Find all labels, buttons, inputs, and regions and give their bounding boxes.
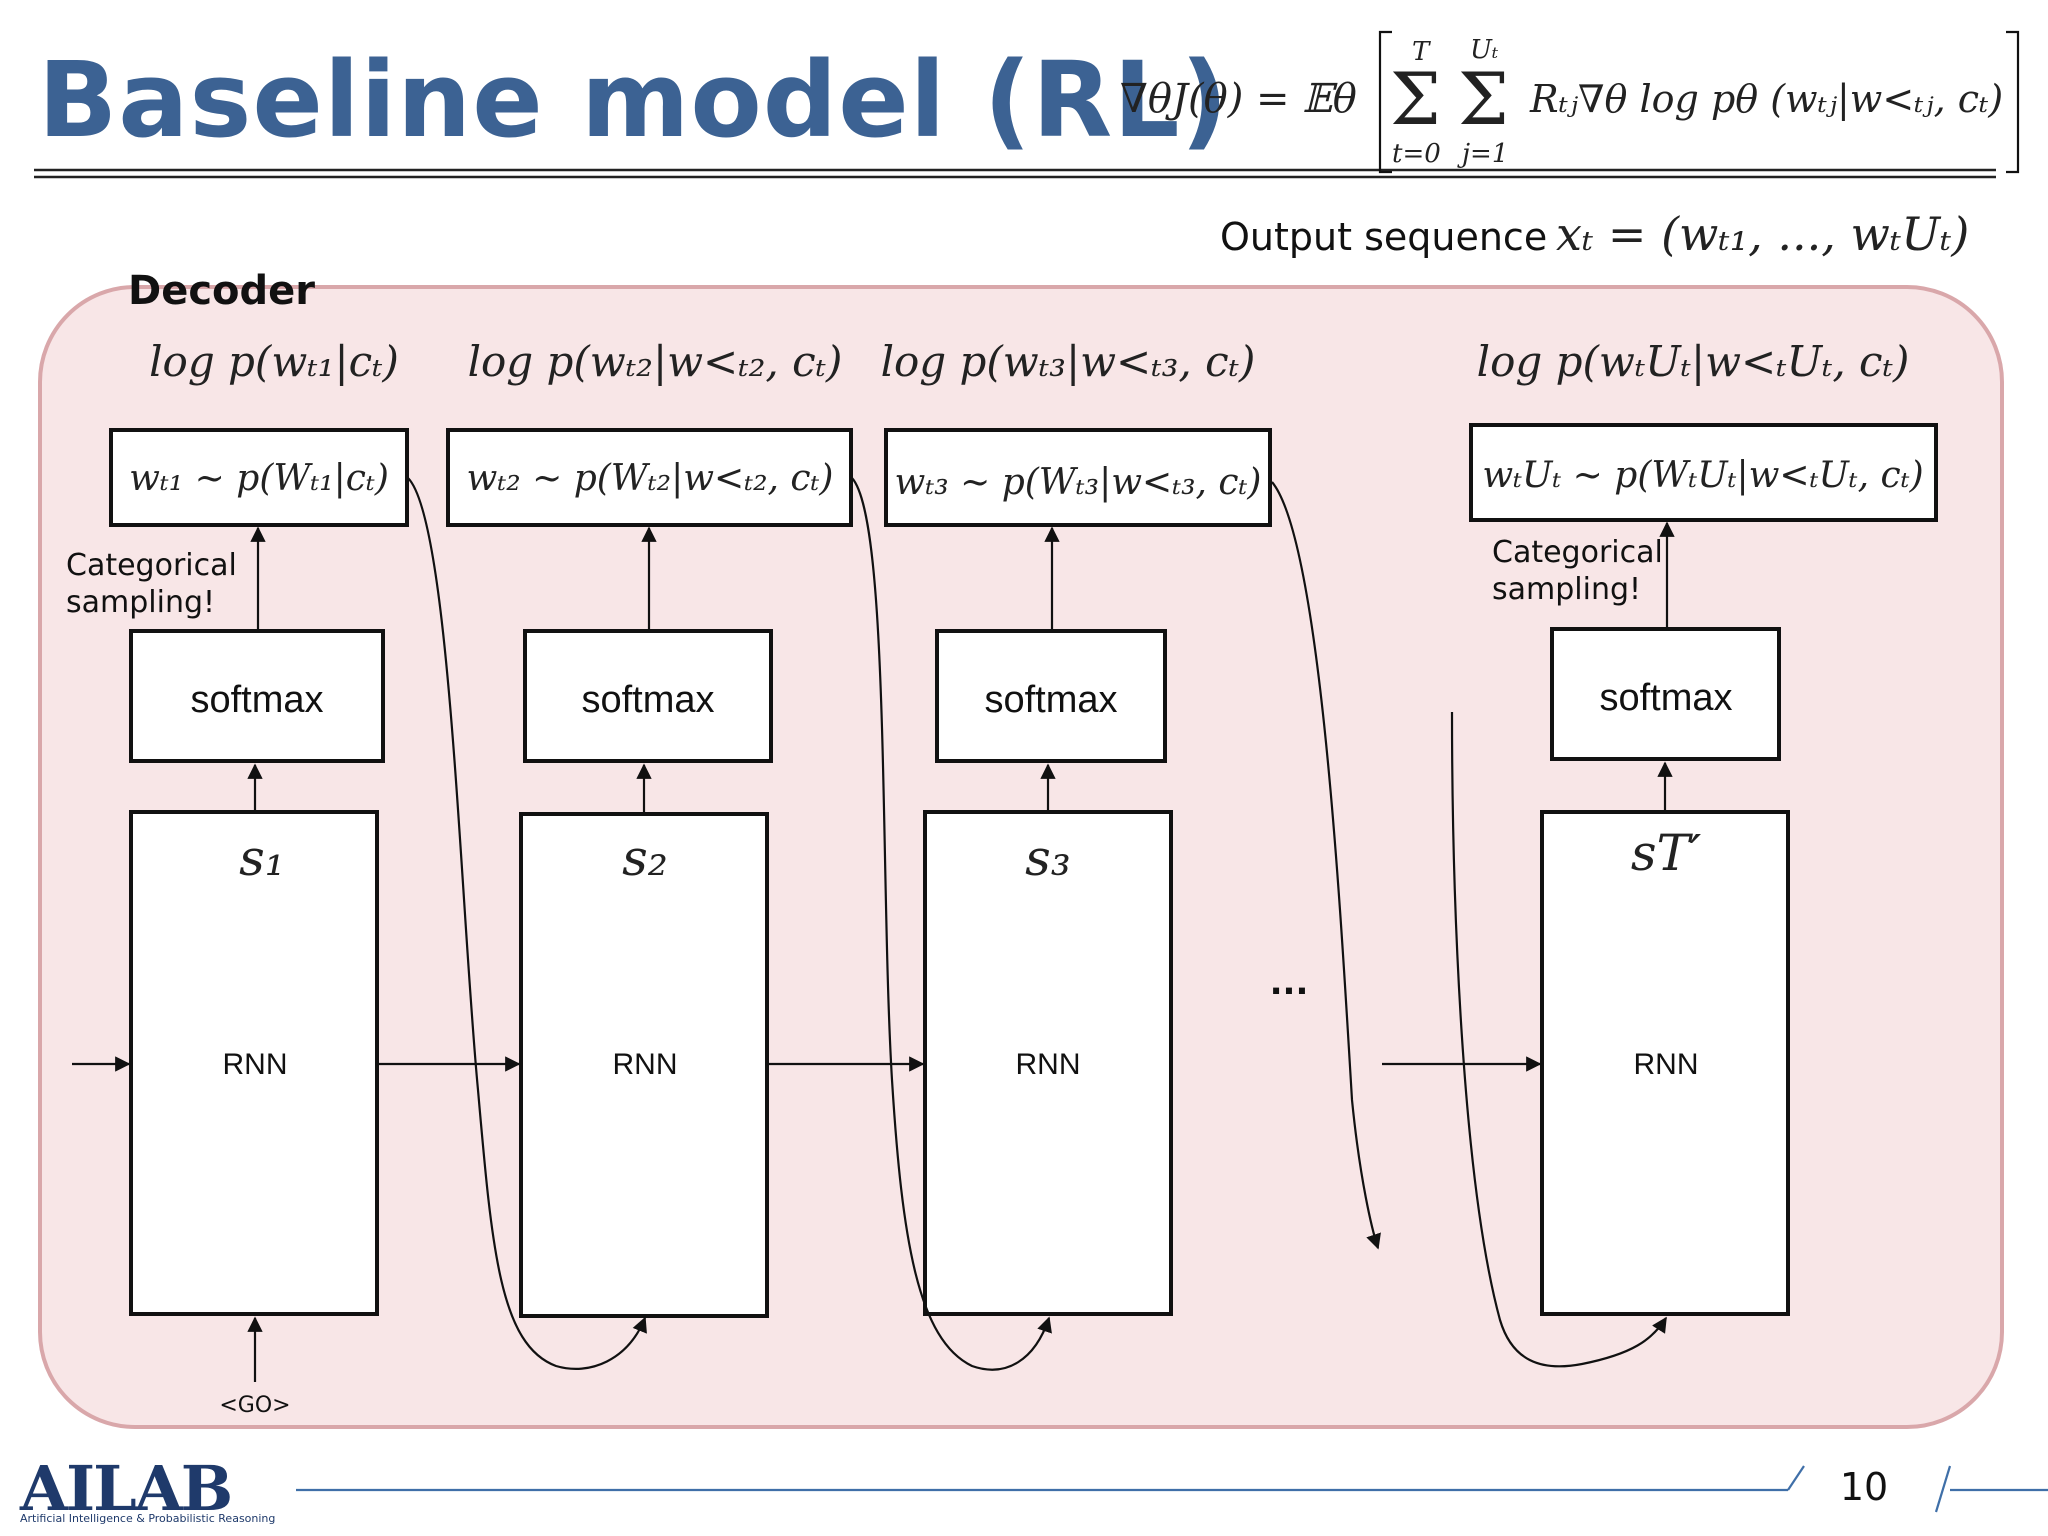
softmax-box-4: [1550, 627, 1781, 761]
rnn-box-2: [519, 812, 769, 1318]
decoder-step-3: log p(wₜ₃|w<ₜ₃, cₜ) wₜ₃ ~ p(Wₜ₃|w<ₜ₃, cₜ…: [881, 337, 1272, 1316]
categorical-note-1-line-1: Categorical: [66, 548, 237, 583]
categorical-note-2: Categorical sampling!: [1492, 535, 1672, 607]
rnn-label-4: RNN: [1634, 1048, 1699, 1081]
policy-gradient-formula: ∇θJ(θ) = 𝔼θ T Σ t=0 Uₜ Σ j=1 Rₜⱼ∇θ log p…: [1120, 30, 2020, 174]
left-bracket: [1378, 30, 1392, 174]
sample-box-1: [109, 428, 409, 527]
formula-body: Rₜⱼ∇θ log pθ (wₜⱼ|w<ₜⱼ, cₜ): [1529, 77, 2003, 121]
logo-tagline: Artificial Intelligence & Probabilistic …: [20, 1512, 275, 1525]
footer: 10: [296, 1465, 2048, 1513]
sample-label-4: wₜUₜ ~ p(WₜUₜ|w<ₜUₜ, cₜ): [1482, 455, 1923, 496]
categorical-note-2-line-2: sampling!: [1492, 572, 1641, 607]
sample-label-1: wₜ₁ ~ p(Wₜ₁|cₜ): [129, 458, 389, 499]
softmax-label-3: softmax: [984, 679, 1117, 721]
title-underline: [34, 168, 1996, 179]
softmax-label-1: softmax: [190, 679, 323, 721]
sample-box-3: [884, 428, 1272, 527]
feedback-curves: [407, 477, 1667, 1371]
state-label-2: s₂: [622, 829, 668, 887]
output-sequence-label: Output sequence: [1220, 215, 1547, 259]
rnn-box-3: [923, 810, 1173, 1316]
output-sequence: Output sequence xₜ = (wₜ₁, ..., wₜUₜ): [1220, 207, 1969, 261]
ellipsis: ...: [1270, 963, 1309, 1003]
softmax-label-2: softmax: [581, 679, 714, 721]
formula-lhs: ∇θJ(θ) = 𝔼θ: [1120, 76, 1357, 122]
sum1-sign: Σ: [1390, 57, 1441, 141]
sample-label-2: wₜ₂ ~ p(Wₜ₂|w<ₜ₂, cₜ): [467, 458, 834, 499]
logp-label-2: log p(wₜ₂|w<ₜ₂, cₜ): [468, 337, 843, 386]
state-label-4: sT′: [1631, 824, 1702, 882]
logp-label-4: log p(wₜUₜ|w<ₜUₜ, cₜ): [1477, 337, 1910, 386]
sample-box-2: [446, 428, 853, 527]
categorical-note-1: Categorical sampling!: [66, 548, 246, 620]
logp-label-3: log p(wₜ₃|w<ₜ₃, cₜ): [881, 337, 1256, 386]
output-sequence-expr: xₜ = (wₜ₁, ..., wₜUₜ): [1556, 207, 1969, 261]
state-label-3: s₃: [1025, 829, 1071, 887]
decoder-step-last: log p(wₜUₜ|w<ₜUₜ, cₜ) wₜUₜ ~ p(WₜUₜ|w<ₜU…: [1469, 337, 1938, 1316]
svg-text:Categorical sampling!: Categorical sampling!: [66, 548, 246, 620]
sum2-top: Uₜ: [1470, 35, 1499, 65]
svg-text:Categorical sampling!: Categorical sampling!: [1492, 535, 1672, 607]
vertical-arrows: [247, 521, 1675, 1382]
categorical-note-1-line-2: sampling!: [66, 585, 215, 620]
sum1-top: T: [1412, 37, 1431, 67]
decoder-step-2: log p(wₜ₂|w<ₜ₂, cₜ) wₜ₂ ~ p(Wₜ₂|w<ₜ₂, cₜ…: [446, 337, 853, 1318]
right-bracket: [2006, 30, 2020, 174]
decoder-label: Decoder: [128, 268, 315, 314]
softmax-box-1: [129, 629, 385, 763]
rnn-label-1: RNN: [223, 1048, 288, 1081]
logp-label-1: log p(wₜ₁|cₜ): [149, 337, 399, 386]
page-number: 10: [1840, 1465, 1888, 1509]
sample-label-3: wₜ₃ ~ p(Wₜ₃|w<ₜ₃, cₜ): [895, 462, 1262, 503]
go-token-label: <GO>: [219, 1393, 290, 1418]
sum2-sign: Σ: [1458, 57, 1509, 141]
softmax-box-2: [523, 629, 773, 763]
softmax-label-4: softmax: [1599, 677, 1732, 719]
rnn-label-2: RNN: [613, 1048, 678, 1081]
rnn-box-1: [129, 810, 379, 1316]
slide-title: Baseline model (RL): [38, 39, 1230, 161]
state-label-1: s₁: [239, 829, 285, 887]
categorical-note-2-line-1: Categorical: [1492, 535, 1663, 570]
ai-lab-logo: AILAB Artificial Intelligence & Probabil…: [19, 1452, 275, 1525]
sample-box-4: [1469, 423, 1938, 522]
softmax-box-3: [935, 629, 1167, 763]
rnn-label-3: RNN: [1016, 1048, 1081, 1081]
sum2-bottom: j=1: [1457, 139, 1508, 169]
rnn-box-4: [1540, 810, 1790, 1316]
sum1-bottom: t=0: [1392, 139, 1441, 169]
decoder-step-1: log p(wₜ₁|cₜ) wₜ₁ ~ p(Wₜ₁|cₜ) softmax s₁…: [109, 337, 409, 1316]
logo-text: AILAB: [19, 1452, 231, 1525]
